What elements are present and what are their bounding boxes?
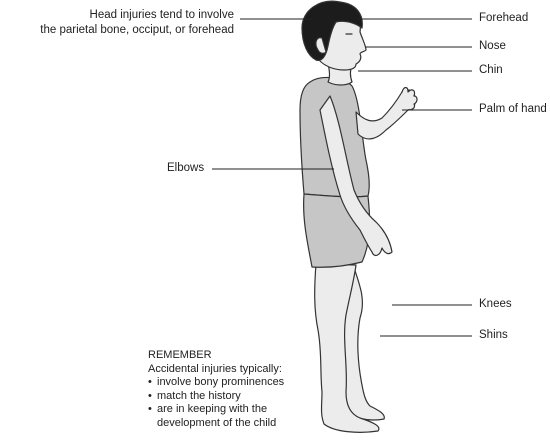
note-bullet-1: involve bony prominences [148, 376, 284, 390]
front-leg [314, 263, 380, 433]
elbows-label: Elbows [167, 162, 205, 174]
nose-label: Nose [479, 40, 506, 52]
hanging-arm [319, 95, 393, 257]
shins-label: Shins [479, 329, 508, 341]
note-bullet-3-continuation: development of the child [157, 416, 277, 429]
head-injury-label: Head injuries tend to involve the pariet… [0, 8, 234, 38]
head-injury-label-line1: Head injuries tend to involve [89, 9, 234, 21]
head-injury-label-line2: the parietal bone, occiput, or forehead [40, 24, 234, 36]
raised-arm [355, 89, 417, 140]
note-heading: REMEMBER [148, 349, 212, 361]
note-bullet-2: match the history [148, 390, 284, 404]
palm-fingers [401, 86, 418, 111]
ear [315, 37, 327, 54]
child-figure [299, 0, 418, 433]
chin-label: Chin [479, 64, 503, 76]
leader-lines [212, 18, 472, 337]
knees-label: Knees [479, 298, 512, 310]
remember-note: REMEMBER Accidental injuries typically: … [148, 349, 284, 430]
forehead-label: Forehead [479, 12, 529, 24]
palm-label: Palm of hand [479, 103, 547, 115]
note-bullet-3: are in keeping with the [148, 403, 284, 417]
note-intro: Accidental injuries typically: [148, 362, 282, 375]
